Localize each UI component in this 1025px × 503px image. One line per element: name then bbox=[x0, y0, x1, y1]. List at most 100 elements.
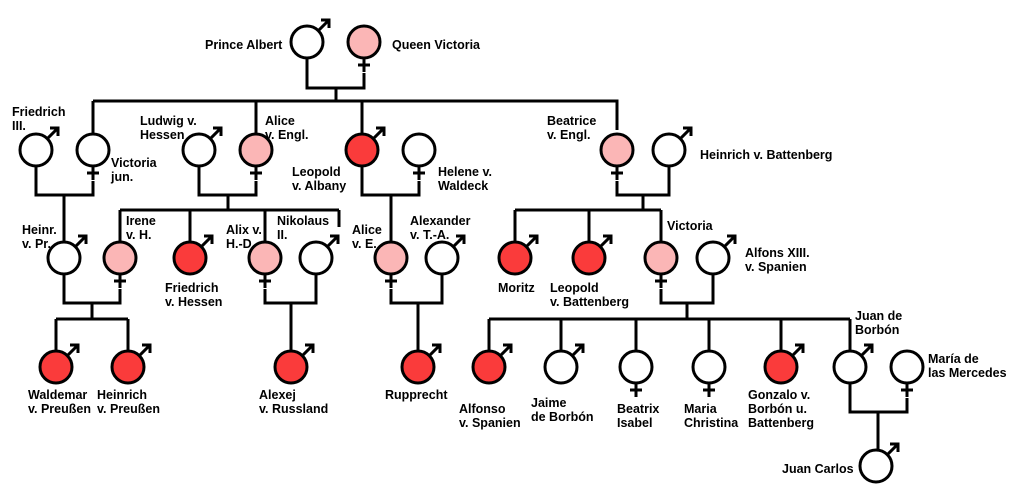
male-symbol-icon bbox=[723, 234, 737, 248]
person-name: Moritz bbox=[498, 281, 535, 295]
person-name-line: v. Hessen bbox=[165, 295, 222, 309]
person-name-line: v. E. bbox=[352, 237, 377, 251]
affected-marker bbox=[110, 349, 146, 385]
person-name-line: Maria bbox=[684, 402, 718, 416]
person-name-line: Alfonso bbox=[459, 402, 506, 416]
carrier-marker bbox=[643, 240, 679, 276]
person-name-line: Prince Albert bbox=[205, 38, 283, 52]
male-symbol-icon bbox=[74, 234, 88, 248]
pedigree-line bbox=[263, 274, 318, 305]
pedigree-line bbox=[389, 274, 444, 305]
person-name-line: Victoria bbox=[667, 219, 714, 233]
unaffected-marker bbox=[618, 349, 654, 385]
person-name-line: Battenberg bbox=[748, 416, 814, 430]
person-name: Prince Albert bbox=[205, 38, 283, 52]
person-name-line: Juan Carlos bbox=[782, 462, 854, 476]
person-name: Queen Victoria bbox=[392, 38, 481, 52]
male-symbol-icon bbox=[372, 126, 386, 140]
male-symbol-icon bbox=[138, 343, 152, 357]
person-name-line: Moritz bbox=[498, 281, 535, 295]
affected-marker bbox=[172, 240, 208, 276]
person-name: Heinr.v. Pr. bbox=[22, 223, 57, 251]
female-symbol-icon bbox=[611, 166, 623, 180]
unaffected-marker bbox=[18, 132, 54, 168]
person-victoria: Queen Victoria bbox=[346, 24, 481, 72]
person-name-line: Alexej bbox=[259, 388, 296, 402]
female-symbol-icon bbox=[413, 166, 425, 180]
pedigree-line bbox=[360, 166, 421, 197]
person-name-line: v. H. bbox=[126, 228, 151, 242]
person-name: Victoria bbox=[667, 219, 714, 233]
carrier-marker bbox=[346, 24, 382, 60]
affected-marker bbox=[38, 349, 74, 385]
person-name-line: de Borbón bbox=[531, 410, 594, 424]
female-symbol-icon bbox=[901, 383, 913, 397]
person-name-line: Jaime bbox=[531, 396, 566, 410]
person-name-line: Leopold bbox=[292, 165, 341, 179]
person-name: Heinrich v. Battenberg bbox=[700, 148, 832, 162]
person-name-line: Friedrich bbox=[12, 105, 66, 119]
person-name: Juan Carlos bbox=[782, 462, 854, 476]
person-name-line: jun. bbox=[110, 170, 133, 184]
person-heinr-pr: Heinr.v. Pr. bbox=[22, 223, 88, 276]
person-name-line: Heinr. bbox=[22, 223, 57, 237]
female-symbol-icon bbox=[703, 383, 715, 397]
person-name-line: las Mercedes bbox=[928, 366, 1007, 380]
male-symbol-icon bbox=[571, 343, 585, 357]
male-symbol-icon bbox=[301, 343, 315, 357]
person-name: Gonzalo v.Borbón u.Battenberg bbox=[748, 388, 814, 430]
person-name-line: Irene bbox=[126, 214, 156, 228]
person-name-line: v. Pr. bbox=[22, 237, 51, 251]
person-name: Helene v.Waldeck bbox=[438, 165, 492, 193]
male-symbol-icon bbox=[679, 126, 693, 140]
unaffected-marker bbox=[75, 132, 111, 168]
person-name-line: Helene v. bbox=[438, 165, 492, 179]
male-symbol-icon bbox=[452, 234, 466, 248]
person-name-line: Rupprecht bbox=[385, 388, 448, 402]
person-name-line: Waldeck bbox=[438, 179, 488, 193]
female-symbol-icon bbox=[87, 166, 99, 180]
person-name-line: Alice bbox=[352, 223, 382, 237]
person-helene: Helene v.Waldeck bbox=[401, 132, 492, 193]
person-name-line: Beatrice bbox=[547, 114, 596, 128]
male-symbol-icon bbox=[525, 234, 539, 248]
unaffected-marker bbox=[695, 240, 731, 276]
person-name-line: v. Preußen bbox=[97, 402, 160, 416]
person-heinrich-batt: Heinrich v. Battenberg bbox=[651, 126, 832, 168]
person-name-line: v. Engl. bbox=[547, 128, 591, 142]
male-symbol-icon bbox=[209, 126, 223, 140]
person-rupprecht: Rupprecht bbox=[385, 343, 448, 402]
person-name-line: Borbón bbox=[855, 323, 899, 337]
person-moritz: Moritz bbox=[497, 234, 539, 295]
male-symbol-icon bbox=[499, 343, 513, 357]
pedigree-line bbox=[93, 99, 619, 130]
person-name-line: Nikolaus bbox=[277, 214, 329, 228]
person-name: Alix v.H.-D. bbox=[226, 223, 262, 251]
male-symbol-icon bbox=[860, 343, 874, 357]
person-name: Alfons XIII.v. Spanien bbox=[745, 246, 810, 274]
male-symbol-icon bbox=[428, 343, 442, 357]
person-name-line: Heinrich bbox=[97, 388, 147, 402]
person-name-line: Hessen bbox=[140, 128, 184, 142]
carrier-marker bbox=[599, 132, 635, 168]
affected-marker bbox=[400, 349, 436, 385]
